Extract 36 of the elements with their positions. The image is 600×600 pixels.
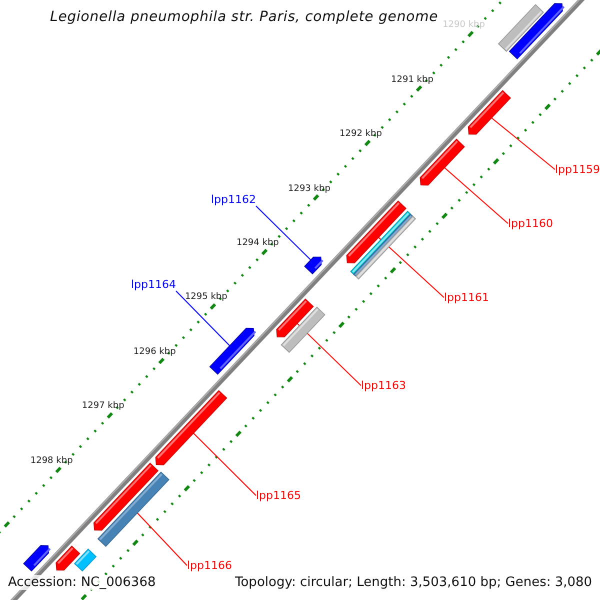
- gene-feature: [280, 306, 326, 353]
- gene-feature: [468, 90, 512, 135]
- tick-label: 1297 kbp: [82, 401, 124, 412]
- gene-feature: [94, 462, 159, 531]
- gene-label: lpp1161: [444, 291, 490, 304]
- gene-feature: [74, 548, 97, 572]
- leader-line: [176, 290, 230, 346]
- genome-info-text: Topology: circular; Length: 3,503,610 bp; Genes: 3,080: [235, 575, 592, 590]
- title: Legionella pneumophila str. Paris, complete genome: [50, 9, 438, 25]
- gene-feature: [23, 545, 51, 572]
- tick-label: 1298 kbp: [30, 456, 73, 466]
- gene-label: lpp1160: [508, 217, 554, 230]
- gene-label: lpp1163: [361, 379, 406, 392]
- tick-label: 1291 kbp: [391, 74, 434, 85]
- gene-feature: [304, 256, 324, 274]
- tick-label: 1292 kbp: [340, 129, 382, 140]
- tick-label: 1295 kbp: [184, 292, 228, 302]
- gene-feature: [420, 138, 465, 186]
- gene-label: lpp1166: [187, 559, 232, 572]
- tick-label: 1293 kbp: [288, 184, 330, 194]
- gene-feature: [155, 390, 228, 466]
- leader-line: [136, 512, 188, 566]
- leader-line: [193, 432, 256, 496]
- leader-line: [256, 206, 312, 260]
- gene-label: lpp1165: [256, 489, 302, 502]
- gene-label: lpp1164: [131, 278, 176, 291]
- gene-label: lpp1162: [211, 193, 256, 206]
- tick-label: 1294 kbp: [236, 238, 279, 248]
- leader-line: [378, 237, 444, 298]
- tick-label: 1296 kbp: [133, 346, 176, 357]
- gene-label: lpp1159: [555, 163, 600, 176]
- leader-line: [444, 167, 508, 224]
- leader-line: [491, 117, 556, 170]
- gene-feature: [508, 3, 565, 60]
- gene-feature: [209, 328, 256, 375]
- leader-line: [296, 323, 362, 386]
